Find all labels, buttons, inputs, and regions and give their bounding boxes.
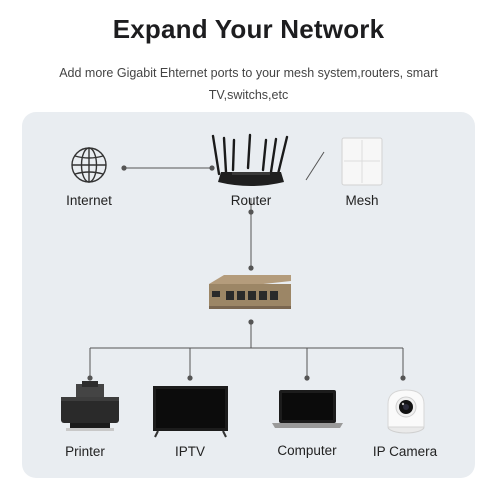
node-label-router: Router bbox=[230, 193, 272, 208]
node-label-printer: Printer bbox=[65, 444, 105, 459]
camera-icon bbox=[387, 389, 425, 434]
node-label-internet: Internet bbox=[66, 193, 112, 208]
page-subtitle: Add more Gigabit Ehternet ports to your … bbox=[28, 62, 469, 106]
node-label-iptv: IPTV bbox=[174, 444, 205, 459]
node-label-ip-camera: IP Camera bbox=[372, 444, 438, 459]
page-title: Expand Your Network bbox=[112, 14, 385, 44]
laptop-icon bbox=[272, 390, 343, 428]
mesh-icon bbox=[341, 137, 383, 186]
tv-icon bbox=[153, 386, 228, 438]
node-label-mesh: Mesh bbox=[345, 193, 379, 208]
connection-lines bbox=[89, 151, 404, 378]
subtitle-line-2: TV,switchs,etc bbox=[208, 88, 289, 102]
globe-icon bbox=[71, 147, 107, 183]
printer-icon bbox=[61, 381, 119, 431]
router-mesh-link bbox=[305, 151, 325, 181]
router-icon bbox=[211, 133, 289, 186]
connection-dots bbox=[87, 165, 406, 381]
node-label-computer: Computer bbox=[277, 443, 337, 458]
switch-icon bbox=[209, 275, 291, 309]
subtitle-line-1: Add more Gigabit Ehternet ports to your … bbox=[59, 66, 438, 80]
